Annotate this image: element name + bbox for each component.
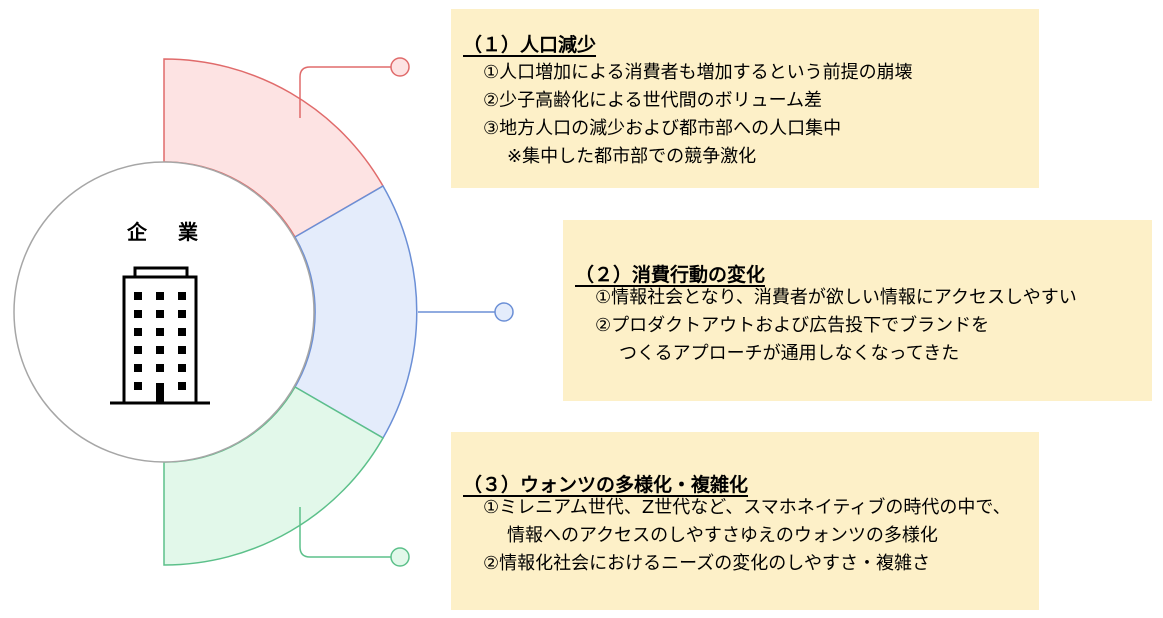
- consumer-behavior-box: （２）消費行動の変化 ①情報社会となり、消費者が欲しい情報にアクセスしやすい ②…: [563, 220, 1152, 401]
- box-line: ②情報化社会におけるニーズの変化のしやすさ・複雑さ: [483, 553, 931, 574]
- connector-dot-population: [390, 57, 410, 77]
- connector-line-population: [299, 66, 391, 118]
- box-line: 情報へのアクセスのしやすさゆえのウォンツの多様化: [507, 525, 938, 546]
- connector-dot-wants-diversity: [390, 547, 410, 567]
- connector-line-wants-diversity: [299, 507, 391, 558]
- box-line: ①ミレニアム世代、Z世代など、スマホネイティブの時代の中で、: [483, 497, 1011, 518]
- box-line: ①人口増加による消費者も増加するという前提の崩壊: [483, 62, 913, 83]
- wants-diversity-box: （３）ウォンツの多様化・複雑化 ①ミレニアム世代、Z世代など、スマホネイティブの…: [451, 432, 1039, 610]
- box-line: つくるアプローチが通用しなくなってきた: [619, 343, 960, 364]
- box-line: ※集中した都市部での競争激化: [507, 146, 757, 167]
- office-building-icon: [110, 266, 210, 405]
- box-line: ①情報社会となり、消費者が欲しい情報にアクセスしやすい: [595, 287, 1077, 308]
- population-decline-box: （１）人口減少 ①人口増加による消費者も増加するという前提の崩壊 ②少子高齢化に…: [451, 9, 1039, 188]
- box-title-wants-diversity: （３）ウォンツの多様化・複雑化: [463, 474, 749, 496]
- company-label: 企 業: [127, 220, 210, 244]
- connector-dot-consumer-behavior: [494, 302, 514, 322]
- box-title-consumer-behavior: （２）消費行動の変化: [575, 264, 766, 286]
- box-line: ③地方人口の減少および都市部への人口集中: [483, 118, 842, 139]
- box-line: ②少子高齢化による世代間のボリューム差: [483, 90, 823, 111]
- box-title-population: （１）人口減少: [463, 34, 597, 56]
- box-line: ②プロダクトアウトおよび広告投下でブランドを: [595, 315, 990, 336]
